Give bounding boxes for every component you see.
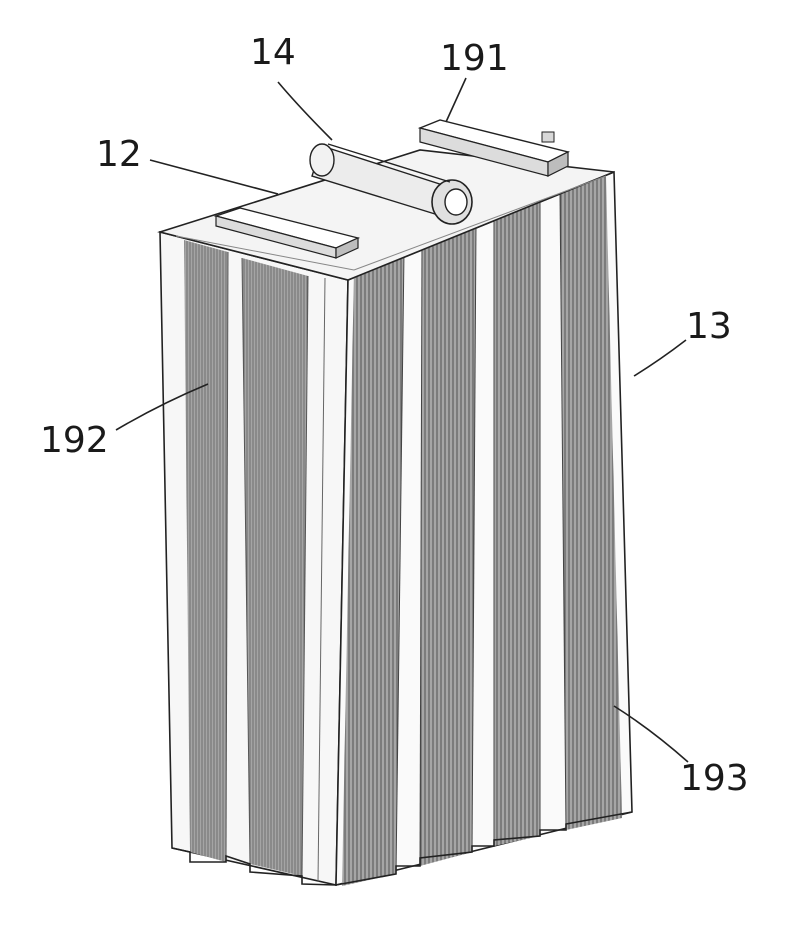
battery-cell: [160, 120, 632, 886]
front-face: [160, 232, 348, 885]
leader-12: [150, 160, 278, 194]
label-14: 14: [250, 32, 296, 73]
label-13: 13: [686, 306, 732, 347]
leader-13: [634, 340, 686, 376]
front-stripe-2: [242, 258, 308, 876]
label-193: 193: [680, 758, 749, 799]
front-stripe-1: [184, 240, 228, 862]
leader-191: [446, 78, 466, 122]
side-stripe-3: [494, 200, 540, 846]
leader-14: [278, 82, 332, 140]
cylinder-hole: [445, 189, 467, 215]
label-12: 12: [96, 134, 142, 175]
side-face: [336, 172, 632, 886]
side-stripe-2: [420, 224, 476, 866]
label-191: 191: [440, 38, 509, 79]
label-192: 192: [40, 420, 109, 461]
